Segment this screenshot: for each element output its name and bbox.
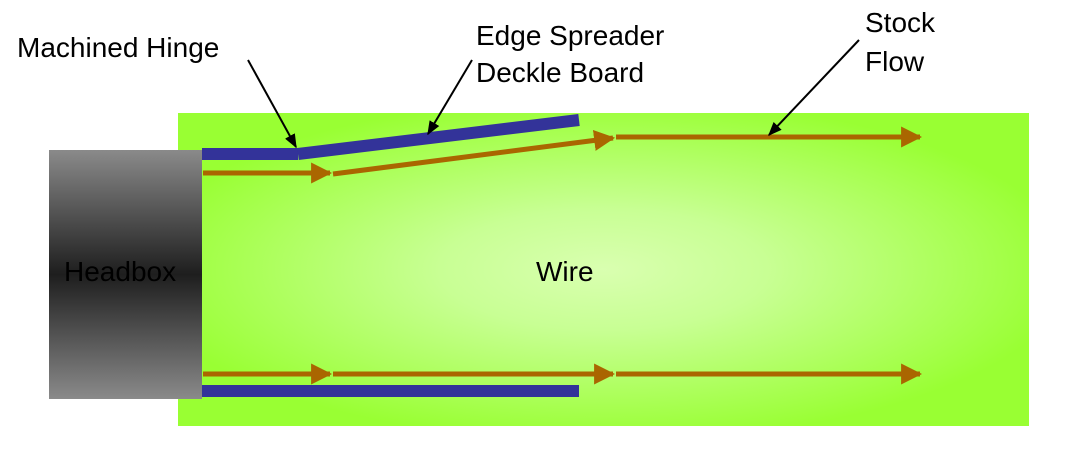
stock-flow-arrows-top [203,126,923,184]
label-wire: Wire [536,256,594,287]
flow-arrow [332,129,616,177]
label-stock: Stock [865,7,936,38]
wire-area [178,113,1029,426]
label-flow: Flow [865,46,925,77]
leader-edge-spreader [427,59,473,136]
leader-machined-hinge [247,59,297,149]
headbox-block [49,150,202,399]
leader-lines [247,39,860,149]
leader-stock-flow [768,39,860,137]
edge-spreader-deckle-board [297,114,580,160]
label-deckle-board: Deckle Board [476,57,644,88]
label-edge-spreader: Edge Spreader [476,20,664,51]
label-headbox: Headbox [64,256,176,287]
label-machined-hinge: Machined Hinge [17,32,219,63]
